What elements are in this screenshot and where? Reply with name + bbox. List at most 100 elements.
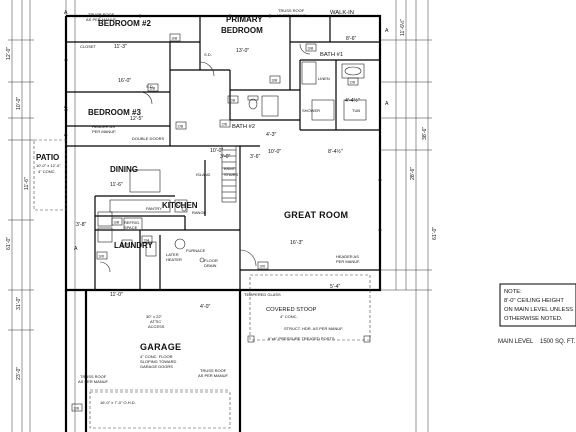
dimension: 16'-3" xyxy=(290,240,303,246)
truss-roof-label: TRUSS ROOF xyxy=(200,368,227,373)
room-garage: GARAGE xyxy=(140,342,181,352)
annotations: TRUSS ROOF AS PER MANUF. TRUSS ROOF AS P… xyxy=(78,8,360,405)
door-tag: 3/8 xyxy=(150,86,156,91)
door-tag: 2/8 xyxy=(178,124,184,129)
room-dining: DINING xyxy=(110,165,138,174)
shower-label: SHOWER xyxy=(302,108,320,113)
attic-label: 30" x 22" xyxy=(146,314,163,319)
header-label: PER MANUF. xyxy=(336,259,360,264)
garage-floor-label: GARAGE DOORS xyxy=(140,364,173,369)
dimension: 4'-0" xyxy=(200,304,210,310)
closet-label: CLOSET xyxy=(80,44,97,49)
room-laundry: LAUNDRY xyxy=(114,241,153,250)
ceiling-note: NOTE: 8'-0" CEILING HEIGHT ON MAIN LEVEL… xyxy=(499,283,576,327)
tempered-glass-label: TEMPERED GLASS xyxy=(244,292,281,297)
dimension: 61'-0" xyxy=(432,227,438,240)
bsmt-label: BSMT. xyxy=(224,166,236,171)
window-tag: A xyxy=(64,104,68,110)
dimension: 3'-0" xyxy=(220,154,230,160)
note-line: OTHERWISE NOTED. xyxy=(504,316,563,322)
floor-drain-label: FLOOR xyxy=(204,258,218,263)
room-bedroom-3: BEDROOM #3 xyxy=(88,108,141,117)
dimension: 38'-6" xyxy=(422,127,428,140)
water-heater-label: HEATER xyxy=(166,257,182,262)
door-tag: 3/8 xyxy=(114,220,120,225)
dimension: 11'-0" xyxy=(110,292,123,298)
room-primary-bedroom-line1: PRIMARY xyxy=(226,15,263,24)
door-tag: 3/0 xyxy=(260,264,266,269)
dimension: 11'-6½" xyxy=(399,19,406,36)
furnace-label: FURNACE xyxy=(186,248,206,253)
linen-label: LINEN xyxy=(318,76,330,81)
pantry-label: PANTRY xyxy=(146,206,162,211)
dimension: 3'-8" xyxy=(76,222,86,228)
dimension: 10'-0" xyxy=(268,149,281,155)
water-heater-label: LATER xyxy=(166,252,179,257)
dimension: 13'-0" xyxy=(236,48,249,54)
level-name: MAIN LEVEL xyxy=(498,339,534,345)
window-tags: A A A A A A xyxy=(64,10,389,252)
room-patio: PATIO xyxy=(36,153,59,162)
window-tag: A xyxy=(385,101,389,107)
patio-size: 10'-0" x 12'-0" xyxy=(36,163,61,168)
note-line: ON MAIN LEVEL UNLESS xyxy=(504,307,573,313)
patio-conc: 4" CONC. xyxy=(38,169,56,174)
door-tag: 3/0 xyxy=(99,254,105,259)
patio-outline xyxy=(33,139,67,211)
door-tag: 3/8 xyxy=(172,36,178,41)
dimension: 8'-4½" xyxy=(328,148,343,155)
garage-floor-label: 4" CONC. FLOOR xyxy=(140,354,173,359)
truss-roof-label: TRUSS ROOF xyxy=(88,12,115,17)
attic-label: ACCESS xyxy=(148,324,165,329)
dimension: 11'-6" xyxy=(110,182,123,188)
smoke-detector-label: S.D. xyxy=(146,84,154,89)
dimension: 12'-5" xyxy=(130,116,143,122)
door-tag: 3/8 xyxy=(272,78,278,83)
room-bath-2: BATH #2 xyxy=(232,124,255,130)
dimension: 31'-0" xyxy=(16,297,22,310)
truss-roof-label: AS PER MANUF. xyxy=(86,17,117,22)
stoop-conc: 4" CONC. xyxy=(280,314,298,319)
window-tag: A xyxy=(385,28,389,34)
tub-label: TUB xyxy=(352,108,360,113)
refrig-label: REFRIG. xyxy=(124,220,140,225)
door-tag: 3/8 xyxy=(308,46,314,51)
dimension: 10'-0" xyxy=(210,148,223,154)
window-tag: A xyxy=(64,132,68,138)
header-label: HEADER AS xyxy=(336,254,359,259)
room-bath-1: BATH #1 xyxy=(320,52,343,58)
dimension: 3'-6" xyxy=(250,154,260,160)
window-tag: A xyxy=(64,10,68,16)
level-area: 1500 SQ. FT. xyxy=(540,339,576,345)
dimension-text: 11'-3" 13'-0" 16'-0" 12'-5" 10'-0" 11'-6… xyxy=(6,19,438,380)
dimension: 12'-0" xyxy=(6,47,12,60)
room-primary-bedroom-line2: BEDROOM xyxy=(221,26,263,35)
island-label: ISLAND xyxy=(196,172,211,177)
dimension: 8'-6" xyxy=(346,36,356,42)
truss-roof-label: TRUSS ROOF xyxy=(80,374,107,379)
door-tag: 2/4 xyxy=(144,238,150,243)
dimension: 10'-0" xyxy=(16,97,22,110)
garage-door-label: 16'-0" x 7'-0" O.H.D. xyxy=(100,400,136,405)
door-tags: 3/8 3/8 3/8 3/8 3/8 3/0 3/0 2/6 2/6 2/8 … xyxy=(71,33,359,412)
header-label: HEADER AS xyxy=(92,124,115,129)
pressure-posts-label: 6"x6" PRESSURE TREATED POSTS xyxy=(268,336,335,341)
stairs-label: STAIRS xyxy=(224,172,238,177)
room-covered-stoop: COVERED STOOP xyxy=(266,307,317,313)
note-line: 8'-0" CEILING HEIGHT xyxy=(504,298,564,304)
dimension: 16'-0" xyxy=(118,78,131,84)
truss-roof-label: AS PER MANUF. xyxy=(276,13,307,18)
house-walls xyxy=(64,14,382,432)
door-tag: 3/0 xyxy=(124,242,130,247)
garage-floor-label: SLOPING TOWARD xyxy=(140,359,176,364)
dimension: 11'-6" xyxy=(24,177,30,190)
door-tag: 2/6 xyxy=(350,80,356,85)
space-label: SPACE xyxy=(124,225,138,230)
attic-label: ATTIC xyxy=(150,319,161,324)
room-walkin: WALK-IN xyxy=(330,10,354,16)
dimension: 23'-0" xyxy=(16,367,22,380)
garage-door xyxy=(89,389,231,429)
door-tag: 2/8 xyxy=(230,98,236,103)
struct-header-label: STRUCT. HDR. AS PER MANUF. xyxy=(284,326,343,331)
